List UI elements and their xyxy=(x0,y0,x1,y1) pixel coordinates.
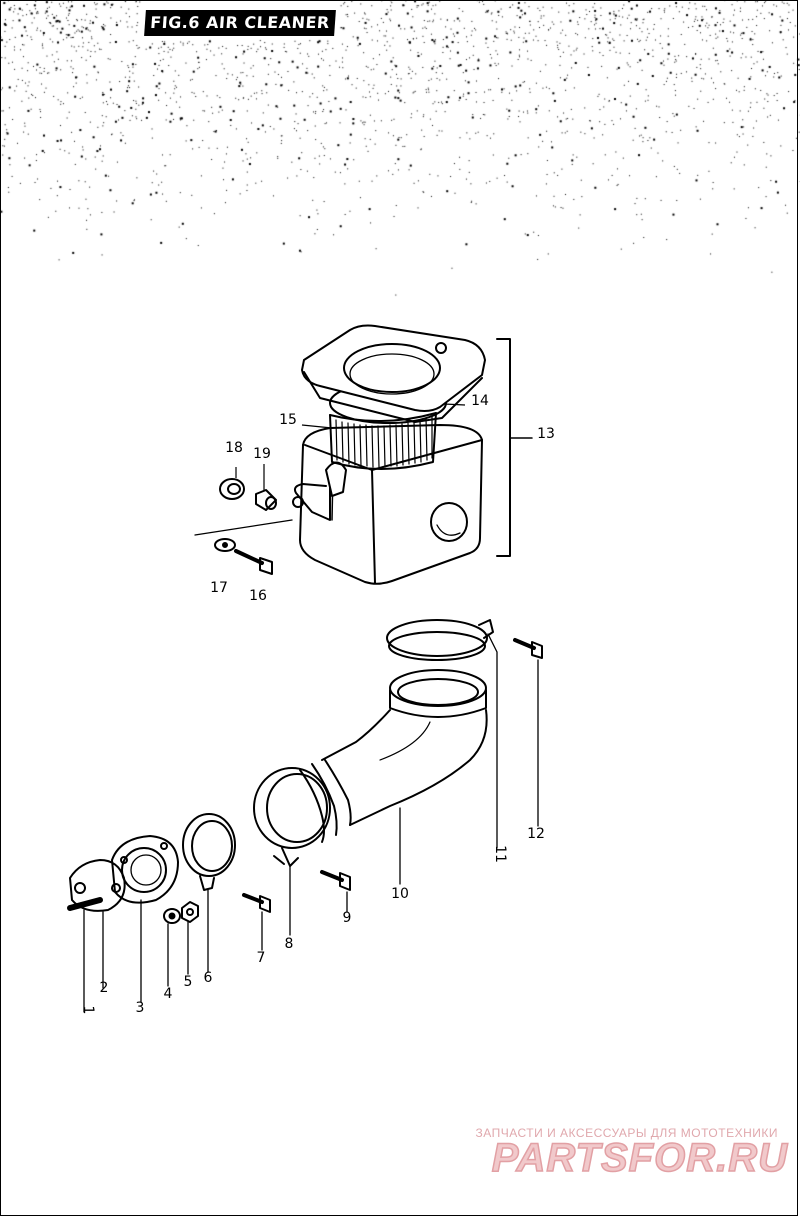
callout-7: 7 xyxy=(257,950,266,966)
callout-11: 11 xyxy=(492,845,508,863)
gasket-3 xyxy=(111,835,179,1003)
callout-2: 2 xyxy=(100,980,109,996)
flange-plate-2 xyxy=(69,859,126,989)
intake-elbow-10 xyxy=(299,669,488,843)
washer-17 xyxy=(214,538,236,552)
clamp-11 xyxy=(386,619,498,849)
callout-18: 18 xyxy=(225,440,243,456)
watermark-brand: PARTSFOR.RU xyxy=(491,1135,788,1181)
screw-12 xyxy=(513,638,543,827)
callout-10: 10 xyxy=(391,886,409,902)
air-cleaner-case xyxy=(292,424,483,585)
watermark-tagline: ЗАПЧАСТИ И АКСЕССУАРЫ ДЛЯ МОТОТЕХНИКИ xyxy=(475,1126,778,1140)
callout-19: 19 xyxy=(253,446,271,462)
callout-13: 13 xyxy=(537,426,555,442)
callout-4: 4 xyxy=(164,986,173,1002)
clamp-8 xyxy=(253,767,331,936)
scan-noise xyxy=(0,0,800,320)
callout-17: 17 xyxy=(210,580,228,596)
callout-16: 16 xyxy=(249,588,267,604)
clamp-6 xyxy=(182,813,236,973)
bolt-16 xyxy=(234,549,273,575)
bracket-13 xyxy=(496,338,511,557)
callout-8: 8 xyxy=(285,936,294,952)
screw-7 xyxy=(242,893,271,951)
callout-14: 14 xyxy=(471,393,489,409)
callout-6: 6 xyxy=(204,970,213,986)
collar-19 xyxy=(255,489,277,511)
callout-3: 3 xyxy=(136,1000,145,1016)
pipe-1 xyxy=(67,897,103,1013)
filter-element xyxy=(329,412,437,470)
callout-15: 15 xyxy=(279,412,297,428)
grommet-18 xyxy=(219,478,245,500)
screw-9 xyxy=(320,870,351,913)
nut-5 xyxy=(181,901,199,975)
callout-9: 9 xyxy=(343,910,352,926)
callout-12: 12 xyxy=(527,826,545,842)
callout-1: 1 xyxy=(80,1006,96,1015)
callout-5: 5 xyxy=(184,974,193,990)
cap xyxy=(301,324,486,424)
washer-4 xyxy=(163,908,181,987)
